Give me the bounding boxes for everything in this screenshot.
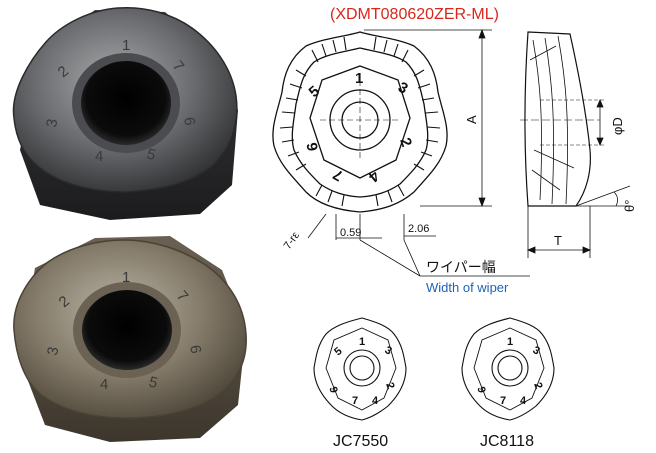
dimension-phiD-label: φD xyxy=(610,117,625,135)
top-photo-num-1: 1 xyxy=(122,37,130,54)
corner-dimensions xyxy=(307,213,530,277)
dimension-206-label: 2.06 xyxy=(408,223,429,235)
insert-code-title: (XDMT080620ZER-ML) xyxy=(330,6,499,23)
drawing-num-7: 7 xyxy=(330,165,346,184)
bottom-insert-photo: 1 2 3 4 5 6 7 xyxy=(13,236,247,442)
grade-1-num-6: 6 xyxy=(328,385,341,393)
bottom-photo-num-6: 6 xyxy=(186,344,204,355)
grade-2-num-1: 1 xyxy=(507,336,513,348)
dimension-corner-radius-label: 7-rε xyxy=(282,230,302,252)
top-insert-photo: 1 2 3 4 5 6 7 xyxy=(12,6,238,220)
dimension-theta xyxy=(575,185,631,207)
top-insert-hole xyxy=(81,61,171,145)
dimension-A xyxy=(364,28,492,208)
drawing-num-3: 3 xyxy=(395,79,411,98)
top-photo-num-4: 4 xyxy=(95,148,103,165)
insert-side-view xyxy=(520,31,604,207)
grade-2-num-3: 3 xyxy=(531,344,542,357)
grade-1-num-7: 7 xyxy=(352,395,358,407)
grade-label-2: JC8118 xyxy=(480,433,534,450)
dimension-theta-label: θ° xyxy=(622,200,637,212)
grade-insert-1 xyxy=(313,317,407,421)
outer-profile xyxy=(272,31,448,213)
dimension-059-label: 0.59 xyxy=(340,227,361,239)
dimension-phiD xyxy=(596,98,604,147)
wiper-label-en: Width of wiper xyxy=(426,280,509,295)
grade-2-num-4: 4 xyxy=(520,395,527,407)
drawing-num-2: 2 xyxy=(396,136,415,150)
grade-1-num-5: 5 xyxy=(332,345,344,358)
edge-serrations xyxy=(279,36,441,207)
drawing-num-6: 6 xyxy=(304,141,322,152)
bottom-insert-hole xyxy=(82,290,172,370)
dimension-T-label: T xyxy=(554,233,562,248)
grade-1-num-4: 4 xyxy=(372,395,379,407)
top-photo-num-6: 6 xyxy=(180,116,198,127)
grade-2-num-6: 6 xyxy=(476,385,489,393)
dimension-T xyxy=(526,206,592,258)
bottom-photo-num-4: 4 xyxy=(100,376,108,393)
bottom-photo-num-3: 3 xyxy=(44,346,62,357)
wiper-label-jp: ワイパー幅 xyxy=(426,259,496,275)
bottom-photo-num-1: 1 xyxy=(122,269,130,286)
grade-1-num-3: 3 xyxy=(383,344,394,357)
inner-profile xyxy=(291,47,429,198)
dimension-A-label: A xyxy=(464,115,479,124)
grade-insert-2 xyxy=(461,317,555,421)
chipbreaker-profile xyxy=(309,65,411,179)
grade-label-1: JC7550 xyxy=(333,433,388,450)
grade-1-num-1: 1 xyxy=(359,336,365,348)
top-photo-num-3: 3 xyxy=(43,118,61,129)
drawing-num-1: 1 xyxy=(355,70,363,87)
drawing-num-4: 4 xyxy=(365,167,383,186)
grade-1-num-2: 2 xyxy=(383,381,396,391)
grade-2-num-2: 2 xyxy=(531,381,544,391)
grade-2-num-7: 7 xyxy=(500,395,506,407)
insert-top-view-drawing xyxy=(272,31,448,213)
side-profile xyxy=(524,31,591,207)
